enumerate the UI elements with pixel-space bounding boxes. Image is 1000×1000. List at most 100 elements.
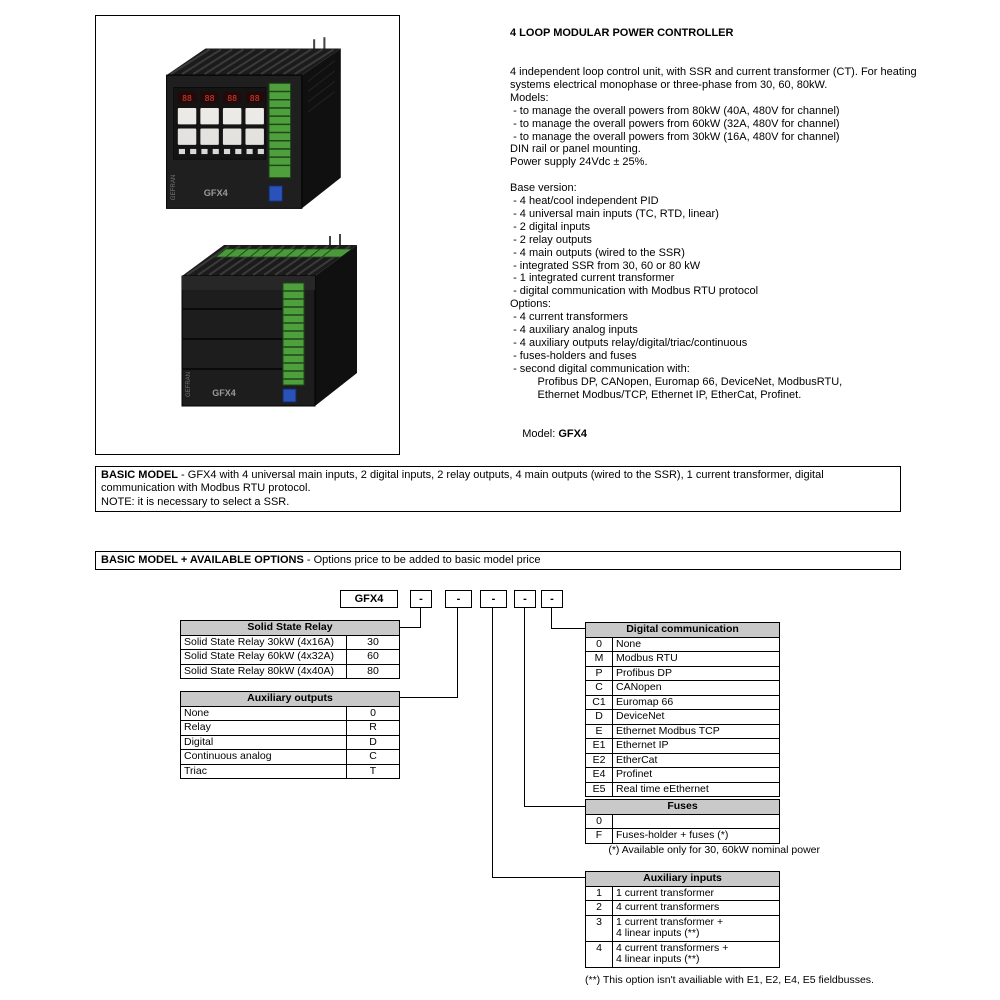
row-code: E5: [586, 782, 613, 796]
row-code: 80: [346, 664, 399, 678]
row-label: Real time eEthernet: [616, 782, 709, 795]
description-line: - to manage the overall powers from 60kW…: [510, 117, 840, 130]
table-row: C CANopen: [586, 680, 779, 695]
options-header-box: BASIC MODEL + AVAILABLE OPTIONS - Option…: [95, 551, 901, 571]
row-code: 2: [586, 901, 613, 915]
row-code: C1: [586, 695, 613, 709]
description-line: DIN rail or panel mounting.: [510, 143, 641, 156]
description-panel: 4 LOOP MODULAR POWER CONTROLLER 4 indepe…: [510, 27, 950, 454]
digital-communication-table: Digital communication 0 None M Modbus RT…: [585, 622, 780, 797]
row-label: Euromap 66: [616, 695, 674, 708]
description-line: - 4 main outputs (wired to the SSR): [510, 246, 685, 259]
connector-line: [551, 628, 585, 629]
table-row: Solid State Relay 30kW (4x16A) 30: [181, 634, 399, 649]
row-label: Fuses-holder + fuses (*): [616, 829, 729, 841]
row-label: Solid State Relay 80kW (4x40A): [184, 664, 334, 677]
svg-text:88: 88: [182, 93, 192, 103]
table-row: 0: [586, 813, 779, 829]
row-code: 1: [586, 886, 613, 900]
table-row: F Fuses-holder + fuses (*): [586, 828, 779, 843]
auxiliary-inputs-note: (**) This option isn't availiable with E…: [585, 974, 874, 986]
description-line: - 4 heat/cool independent PID: [510, 195, 659, 208]
model-label: Model:: [522, 428, 559, 441]
connector-line: [420, 607, 421, 628]
table-row: C1 Euromap 66: [586, 694, 779, 709]
row-code: 0: [586, 637, 613, 651]
row-code: 4: [586, 941, 613, 967]
description-line: - 2 relay outputs: [510, 233, 592, 246]
options-header-title: BASIC MODEL + AVAILABLE OPTIONS: [101, 554, 304, 566]
basic-model-text: - GFX4 with 4 universal main inputs, 2 d…: [101, 469, 824, 495]
description-line: Ethernet Modbus/TCP, Ethernet IP, EtherC…: [510, 388, 802, 401]
row-code: 3: [586, 915, 613, 941]
order-code-model-box: GFX4: [340, 590, 398, 608]
row-label: Solid State Relay 60kW (4x32A): [184, 650, 334, 662]
description-line: - 2 digital inputs: [510, 220, 591, 233]
product-photo-bottom: GFX4 GEFRAN: [162, 226, 362, 431]
fuses-table: Fuses 0 F Fuses-holder + fuses (*): [585, 799, 780, 844]
row-label: 4 current transformers + 4 linear inputs…: [616, 941, 729, 965]
row-label: Ethernet IP: [616, 739, 669, 751]
row-code: M: [586, 652, 613, 666]
connector-line: [400, 697, 458, 698]
row-code: 0: [586, 814, 613, 828]
product-image-panel: 88 88 88 88: [95, 15, 400, 455]
row-code: 0: [346, 706, 399, 720]
order-code-dash-box: -: [480, 590, 507, 608]
row-code: D: [586, 710, 613, 724]
row-label: CANopen: [616, 681, 662, 693]
table-row: 3 1 current transformer + 4 linear input…: [586, 914, 779, 941]
row-label: None: [184, 706, 210, 719]
description-line: - 4 universal main inputs (TC, RTD, line…: [510, 207, 719, 220]
row-label: Ethernet Modbus TCP: [616, 724, 720, 737]
description-line: Models:: [510, 91, 549, 104]
table-body: Solid State Relay 30kW (4x16A) 30 Solid …: [181, 634, 399, 678]
row-code: F: [586, 829, 613, 843]
description-line: - second digital communication with:: [510, 362, 690, 375]
table-row: D DeviceNet: [586, 709, 779, 724]
row-label: [613, 815, 779, 829]
table-row: 1 1 current transformer: [586, 885, 779, 900]
row-label: 1 current transformer + 4 linear inputs …: [616, 915, 724, 939]
row-label: Profibus DP: [616, 666, 673, 679]
row-label: Triac: [184, 764, 207, 777]
connector-line: [551, 607, 552, 629]
table-body: 0 None M Modbus RTU P Profibus DP C CANo…: [586, 636, 779, 796]
row-code: E: [586, 724, 613, 738]
page-title: 4 LOOP MODULAR POWER CONTROLLER: [510, 27, 734, 39]
table-row: M Modbus RTU: [586, 651, 779, 666]
table-row: E1 Ethernet IP: [586, 738, 779, 753]
connector-line: [524, 806, 585, 807]
table-body: 0 F Fuses-holder + fuses (*): [586, 813, 779, 843]
description-line: - 4 auxiliary analog inputs: [510, 324, 638, 337]
row-code: D: [346, 735, 399, 749]
description-line: - 4 current transformers: [510, 311, 628, 324]
controller-side-view-image: GFX4 GEFRAN: [181, 234, 357, 407]
table-row: None 0: [181, 705, 399, 720]
connector-line: [524, 607, 525, 807]
description-line: [510, 169, 950, 182]
table-row: E5 Real time eEthernet: [586, 781, 779, 796]
svg-text:GEFRAN: GEFRAN: [170, 175, 177, 201]
table-header: Auxiliary inputs: [586, 872, 779, 886]
controller-front-view-image: 88 88 88 88: [166, 37, 341, 209]
row-label: Digital: [184, 735, 214, 748]
order-code-dash-box: -: [514, 590, 536, 608]
row-label: Relay: [184, 721, 211, 733]
order-code-dash-box: -: [410, 590, 432, 608]
basic-model-title: BASIC MODEL: [101, 469, 178, 481]
row-label: None: [616, 637, 642, 650]
row-code: T: [346, 764, 399, 778]
connector-line: [492, 877, 585, 878]
order-code-dash-box: -: [445, 590, 472, 608]
description-line: - to manage the overall powers from 30kW…: [510, 130, 840, 143]
description-line: - fuses-holders and fuses: [510, 349, 637, 362]
connector-line: [457, 607, 458, 698]
description-line: - 4 auxiliary outputs relay/digital/tria…: [510, 337, 748, 350]
description-line: - 1 integrated current transformer: [510, 272, 675, 285]
product-photo-top: 88 88 88 88: [144, 36, 349, 226]
row-code: 30: [346, 635, 399, 649]
auxiliary-inputs-table: Auxiliary inputs 1 1 current transformer…: [585, 871, 780, 968]
row-code: R: [346, 721, 399, 735]
description-lines: 4 independent loop control unit, with SS…: [510, 66, 950, 402]
